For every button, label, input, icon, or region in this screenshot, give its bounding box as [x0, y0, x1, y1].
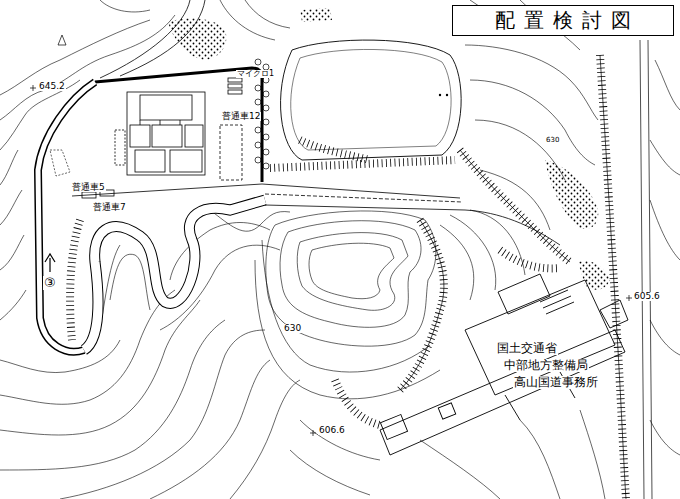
point-mark: [439, 94, 441, 96]
route-number: ③: [43, 276, 57, 290]
title-box: 配置検討図: [452, 5, 674, 36]
map-label: 普通車12: [221, 112, 261, 121]
map-label: マイクロ1: [236, 70, 275, 78]
point-mark: [446, 94, 448, 96]
slope-hatching: [70, 55, 626, 499]
map-label: 606.6: [318, 426, 346, 435]
office-building: [380, 274, 628, 455]
pond-inner: [291, 49, 451, 150]
building-complex: [82, 78, 242, 198]
pond-outline: [281, 40, 462, 160]
map-label: 普通車7: [92, 203, 127, 212]
facility-label: 高山国道事務所: [513, 376, 599, 389]
title-text: 配置検討図: [495, 7, 640, 34]
route-arrow: [45, 254, 55, 272]
facility-label: 国土交通省: [496, 342, 558, 355]
vegetation: [168, 8, 610, 290]
map-label: 605.6: [633, 292, 661, 301]
roads: [38, 0, 560, 352]
map-label: 630: [545, 137, 560, 144]
map-label: 普通車5: [71, 183, 106, 192]
map-label: 645.2: [38, 82, 66, 91]
survey-points: [30, 35, 632, 436]
slope-lines: [400, 40, 652, 499]
map-label: 630: [283, 324, 302, 333]
facility-label: 中部地方整備局: [503, 359, 589, 372]
